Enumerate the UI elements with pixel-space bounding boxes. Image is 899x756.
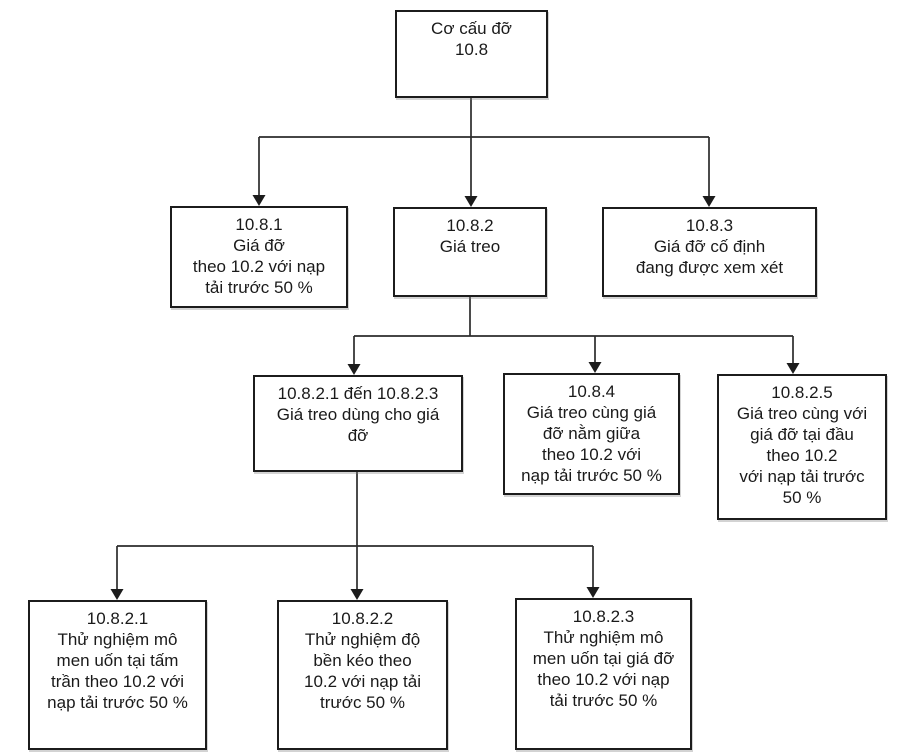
arrow-down-icon: [110, 589, 124, 600]
arrow-down-icon: [464, 196, 478, 207]
arrow-down-icon: [702, 196, 716, 207]
node-10-8-label: Cơ cấu đỡ 10.8: [431, 19, 512, 59]
node-10-8-2-1: 10.8.2.1 Thử nghiệm mô men uốn tại tấm t…: [28, 600, 207, 750]
node-10-8-2-3: 10.8.2.3 Thử nghiệm mô men uốn tại giá đ…: [515, 598, 692, 750]
node-10-8-1: 10.8.1 Giá đỡ theo 10.2 với nạp tải trướ…: [170, 206, 348, 308]
node-10-8-2-3-label: 10.8.2.3 Thử nghiệm mô men uốn tại giá đ…: [532, 607, 675, 710]
node-10-8-3-label: 10.8.3 Giá đỡ cố định đang được xem xét: [635, 216, 784, 277]
arrow-down-icon: [588, 362, 602, 373]
node-10-8-2-5: 10.8.2.5 Giá treo cùng với giá đỡ tại đầ…: [717, 374, 887, 520]
node-10-8-2-2-label: 10.8.2.2 Thử nghiệm độ bền kéo theo 10.2…: [304, 609, 421, 712]
node-10-8-3: 10.8.3 Giá đỡ cố định đang được xem xét: [602, 207, 817, 297]
node-10-8-2-label: 10.8.2 Giá treo: [439, 216, 501, 256]
node-10-8-2: 10.8.2 Giá treo: [393, 207, 547, 297]
node-10-8-2-1-to-10-8-2-3-label: 10.8.2.1 đến 10.8.2.3 Giá treo dùng cho …: [276, 384, 440, 445]
arrow-down-icon: [347, 364, 361, 375]
arrow-down-icon: [252, 195, 266, 206]
node-10-8-4-label: 10.8.4 Giá treo cùng giá đỡ nằm giữa the…: [521, 382, 662, 485]
arrow-down-icon: [586, 587, 600, 598]
node-10-8-4: 10.8.4 Giá treo cùng giá đỡ nằm giữa the…: [503, 373, 680, 495]
node-10-8: Cơ cấu đỡ 10.8: [395, 10, 548, 98]
arrow-down-icon: [786, 363, 800, 374]
node-10-8-2-1-label: 10.8.2.1 Thử nghiệm mô men uốn tại tấm t…: [47, 609, 188, 712]
node-10-8-1-label: 10.8.1 Giá đỡ theo 10.2 với nạp tải trướ…: [192, 215, 326, 297]
node-10-8-2-1-to-10-8-2-3: 10.8.2.1 đến 10.8.2.3 Giá treo dùng cho …: [253, 375, 463, 472]
arrow-down-icon: [350, 589, 364, 600]
node-10-8-2-5-label: 10.8.2.5 Giá treo cùng với giá đỡ tại đầ…: [736, 383, 868, 507]
node-10-8-2-2: 10.8.2.2 Thử nghiệm độ bền kéo theo 10.2…: [277, 600, 448, 750]
